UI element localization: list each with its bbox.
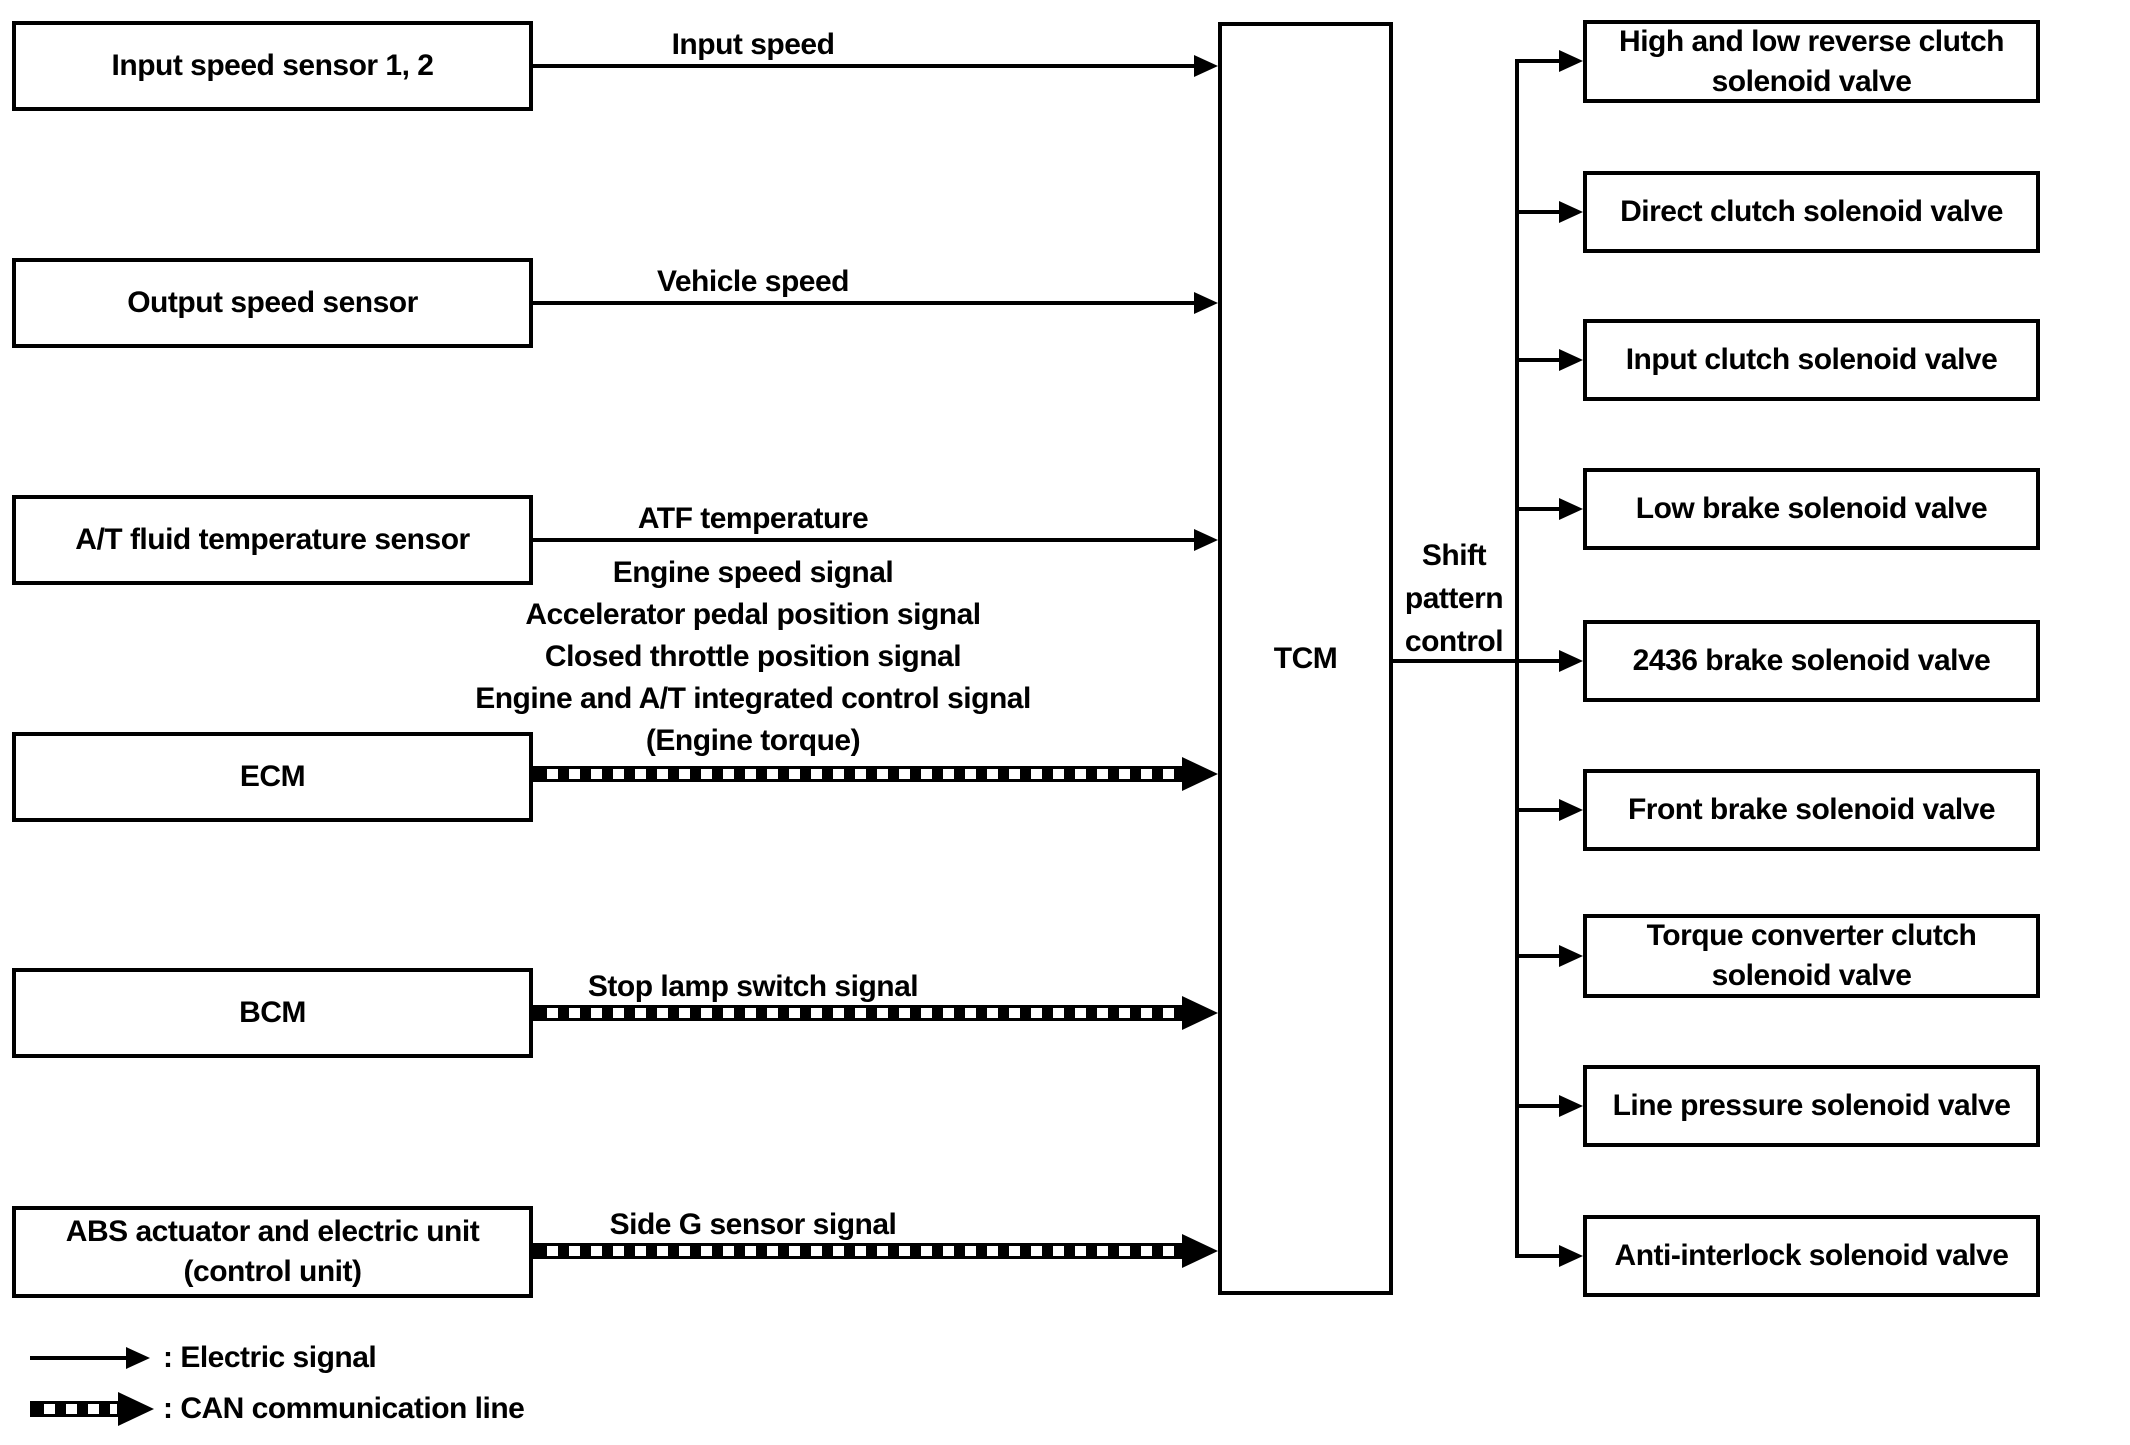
input-speed-signal-label: Input speed [671,28,835,61]
branch-arrowhead-2-icon [1559,201,1583,223]
branch-arrowhead-7-icon [1559,945,1583,967]
abs-actuator-label: ABS actuator and electric unit (control … [65,1215,480,1288]
high-low-reverse-clutch-solenoid-label: High and low reverse clutch solenoid val… [1619,24,2004,98]
front-brake-solenoid-label: Front brake solenoid valve [1627,793,1996,826]
atf-temperature-signal-label: ATF temperature [637,502,869,535]
torque-converter-clutch-solenoid-box: Torque converter clutch solenoid valve [1583,914,2040,998]
ecm-can-signals-block: Engine speed signal Accelerator pedal po… [403,552,1103,762]
branch-line-3 [1515,358,1559,362]
atf-temperature-arrow-line [533,538,1196,542]
legend-can-arrowhead-icon [118,1392,154,1426]
low-brake-solenoid-box: Low brake solenoid valve [1583,468,2040,550]
abs-can-arrowhead-icon [1182,1234,1218,1268]
ecm-label: ECM [239,760,306,793]
direct-clutch-solenoid-box: Direct clutch solenoid valve [1583,171,2040,253]
brake-2436-solenoid-label: 2436 brake solenoid valve [1632,644,1991,677]
shift-pattern-control-label: Shift pattern control [1404,539,1504,658]
atf-temperature-arrowhead-icon [1194,529,1218,551]
input-speed-sensor-box: Input speed sensor 1, 2 [12,21,533,111]
vehicle-speed-arrowhead-icon [1194,292,1218,314]
ecm-box: ECM [12,732,533,822]
branch-line-7 [1515,954,1559,958]
legend-electric-label: : Electric signal [163,1341,377,1374]
output-speed-sensor-label: Output speed sensor [127,286,418,319]
engine-at-integrated-control-signal-label: Engine and A/T integrated control signal [475,682,1031,715]
stop-lamp-switch-signal-label: Stop lamp switch signal [587,970,919,1003]
ecm-can-arrowhead-icon [1182,757,1218,791]
output-speed-sensor-box: Output speed sensor [12,258,533,348]
at-fluid-temperature-sensor-box: A/T fluid temperature sensor [12,495,533,585]
tcm-box: TCM [1218,22,1393,1295]
branch-arrowhead-8-icon [1559,1095,1583,1117]
branch-line-9 [1515,1254,1559,1258]
bcm-can-arrowhead-icon [1182,996,1218,1030]
brake-2436-solenoid-box: 2436 brake solenoid valve [1583,620,2040,702]
bcm-label: BCM [239,996,306,1029]
engine-torque-label: (Engine torque) [645,724,861,757]
vehicle-speed-signal-label: Vehicle speed [657,265,849,298]
front-brake-solenoid-box: Front brake solenoid valve [1583,769,2040,851]
branch-arrowhead-6-icon [1559,799,1583,821]
branch-arrowhead-5-icon [1559,650,1583,672]
branch-line-4 [1515,507,1559,511]
branch-arrowhead-9-icon [1559,1245,1583,1267]
bcm-box: BCM [12,968,533,1058]
low-brake-solenoid-label: Low brake solenoid valve [1635,492,1988,525]
vehicle-speed-arrow-line [533,301,1196,305]
input-speed-arrowhead-icon [1194,55,1218,77]
tcm-label: TCM [1273,641,1338,675]
legend-can-line [30,1401,120,1417]
side-g-sensor-signal-label: Side G sensor signal [609,1208,897,1241]
branch-line-1 [1515,59,1559,63]
torque-converter-clutch-solenoid-label: Torque converter clutch solenoid valve [1646,919,1977,992]
line-pressure-solenoid-label: Line pressure solenoid valve [1612,1089,2011,1122]
input-speed-sensor-label: Input speed sensor 1, 2 [111,49,434,82]
legend-can-label: : CAN communication line [163,1392,525,1425]
legend-electric-line [30,1356,126,1360]
anti-interlock-solenoid-box: Anti-interlock solenoid valve [1583,1215,2040,1297]
anti-interlock-solenoid-label: Anti-interlock solenoid valve [1614,1239,2009,1272]
output-trunk-line [1515,59,1519,1258]
at-fluid-temperature-sensor-label: A/T fluid temperature sensor [75,523,470,556]
branch-arrowhead-1-icon [1559,50,1583,72]
tcm-output-line [1393,659,1559,663]
closed-throttle-position-signal-label: Closed throttle position signal [544,640,962,673]
line-pressure-solenoid-box: Line pressure solenoid valve [1583,1065,2040,1147]
input-clutch-solenoid-box: Input clutch solenoid valve [1583,319,2040,401]
engine-speed-signal-label: Engine speed signal [612,556,894,589]
ecm-can-line [533,766,1182,782]
input-speed-arrow-line [533,64,1196,68]
abs-can-line [533,1243,1182,1259]
legend-electric-arrowhead-icon [126,1347,150,1369]
branch-line-8 [1515,1104,1559,1108]
bcm-can-line [533,1005,1182,1021]
branch-arrowhead-3-icon [1559,349,1583,371]
branch-line-6 [1515,808,1559,812]
abs-actuator-box: ABS actuator and electric unit (control … [12,1206,533,1298]
branch-line-2 [1515,210,1559,214]
direct-clutch-solenoid-label: Direct clutch solenoid valve [1620,195,2003,228]
high-low-reverse-clutch-solenoid-box: High and low reverse clutch solenoid val… [1583,20,2040,103]
branch-arrowhead-4-icon [1559,498,1583,520]
accelerator-pedal-position-signal-label: Accelerator pedal position signal [525,598,981,631]
input-clutch-solenoid-label: Input clutch solenoid valve [1625,343,1998,376]
